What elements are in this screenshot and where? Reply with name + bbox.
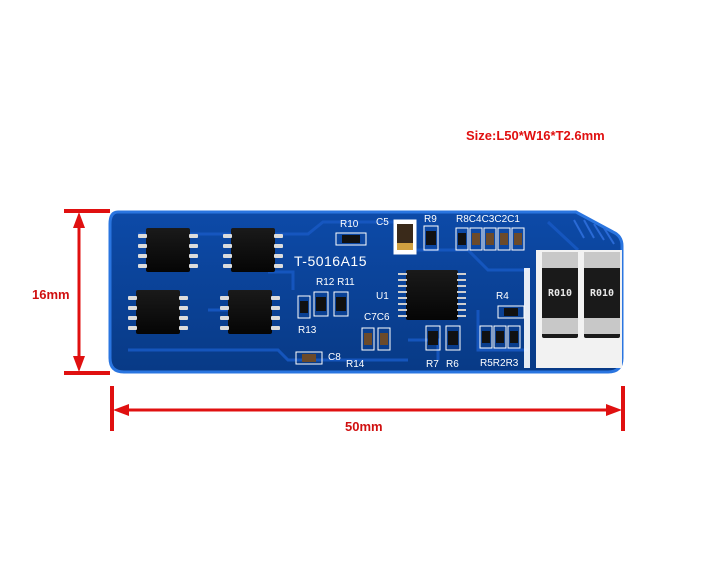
edge-hatch	[573, 219, 615, 245]
pcb-board: R10 C5 R9 R8C4C3C2C1 T-5016A15 R12 R11 U…	[108, 210, 625, 376]
shunt-marking-left: R010	[548, 288, 573, 299]
label-r6: R6	[446, 359, 459, 370]
passive-components	[295, 219, 525, 365]
label-r7: R7	[426, 359, 439, 370]
label-r5-r2-r3: R5R2R3	[480, 358, 519, 369]
part-number: T-5016A15	[294, 253, 367, 269]
height-arrow-up	[73, 212, 85, 228]
label-c7-c6: C7C6	[364, 312, 390, 323]
width-arrow-left	[113, 404, 129, 416]
label-c5: C5	[376, 217, 389, 228]
label-r12-r11: R12 R11	[316, 277, 355, 288]
label-r10: R10	[340, 219, 359, 230]
height-arrow-down	[73, 356, 85, 372]
shunt-resistors	[542, 252, 620, 338]
shunt-marking-right: R010	[590, 288, 615, 299]
label-r13: R13	[298, 325, 317, 336]
label-r4: R4	[496, 291, 509, 302]
width-label: 50mm	[345, 419, 383, 434]
width-arrow-right	[606, 404, 622, 416]
size-caption: Size:L50*W16*T2.6mm	[466, 128, 605, 143]
label-r14: R14	[346, 359, 365, 370]
label-c8: C8	[328, 352, 341, 363]
label-r9: R9	[424, 214, 437, 225]
label-u1: U1	[376, 291, 389, 302]
pcb-graphics	[108, 210, 624, 374]
u1-controller	[398, 270, 466, 320]
ic-chips	[128, 228, 283, 334]
height-label: 16mm	[32, 287, 70, 302]
label-r8-c4-c3-c2-c1: R8C4C3C2C1	[456, 214, 520, 225]
